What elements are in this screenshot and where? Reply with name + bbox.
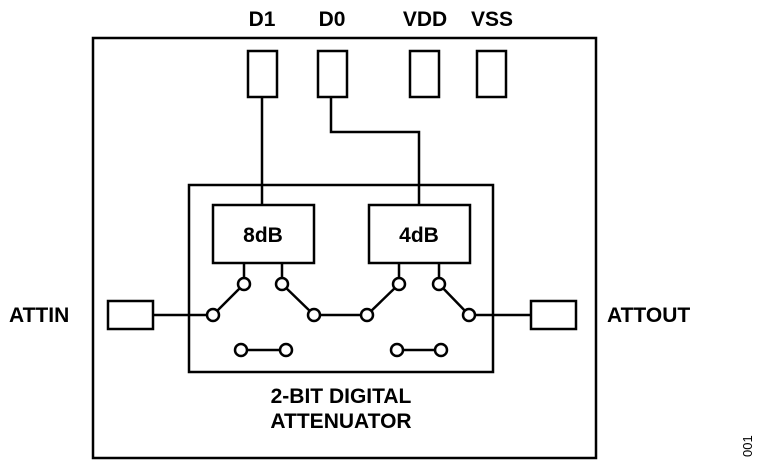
switch-network	[153, 263, 531, 358]
pad-attin	[106, 299, 155, 331]
pad-d0	[316, 49, 349, 99]
attenuator-core-box	[187, 183, 495, 374]
pin-label-attin: ATTIN	[9, 304, 69, 327]
pad-vdd	[408, 49, 441, 99]
pin-label-vss: VSS	[471, 8, 513, 31]
pad-vss	[475, 49, 508, 99]
pad-attout	[529, 299, 578, 331]
block-4db	[367, 203, 472, 265]
pin-label-d1: D1	[249, 8, 276, 31]
title-line-2: ATTENUATOR	[270, 410, 411, 433]
pin-label-vdd: VDD	[403, 8, 447, 31]
figure-number: 001	[740, 435, 755, 457]
chip-outline	[91, 36, 598, 460]
pad-d1	[246, 49, 279, 99]
label-4db: 4dB	[399, 224, 439, 247]
pin-label-attout: ATTOUT	[607, 304, 690, 327]
label-8db: 8dB	[243, 224, 283, 247]
block-8db	[211, 203, 316, 265]
wire-d0	[329, 97, 421, 205]
pin-label-d0: D0	[319, 8, 346, 31]
title-line-1: 2-BIT DIGITAL	[271, 385, 412, 408]
